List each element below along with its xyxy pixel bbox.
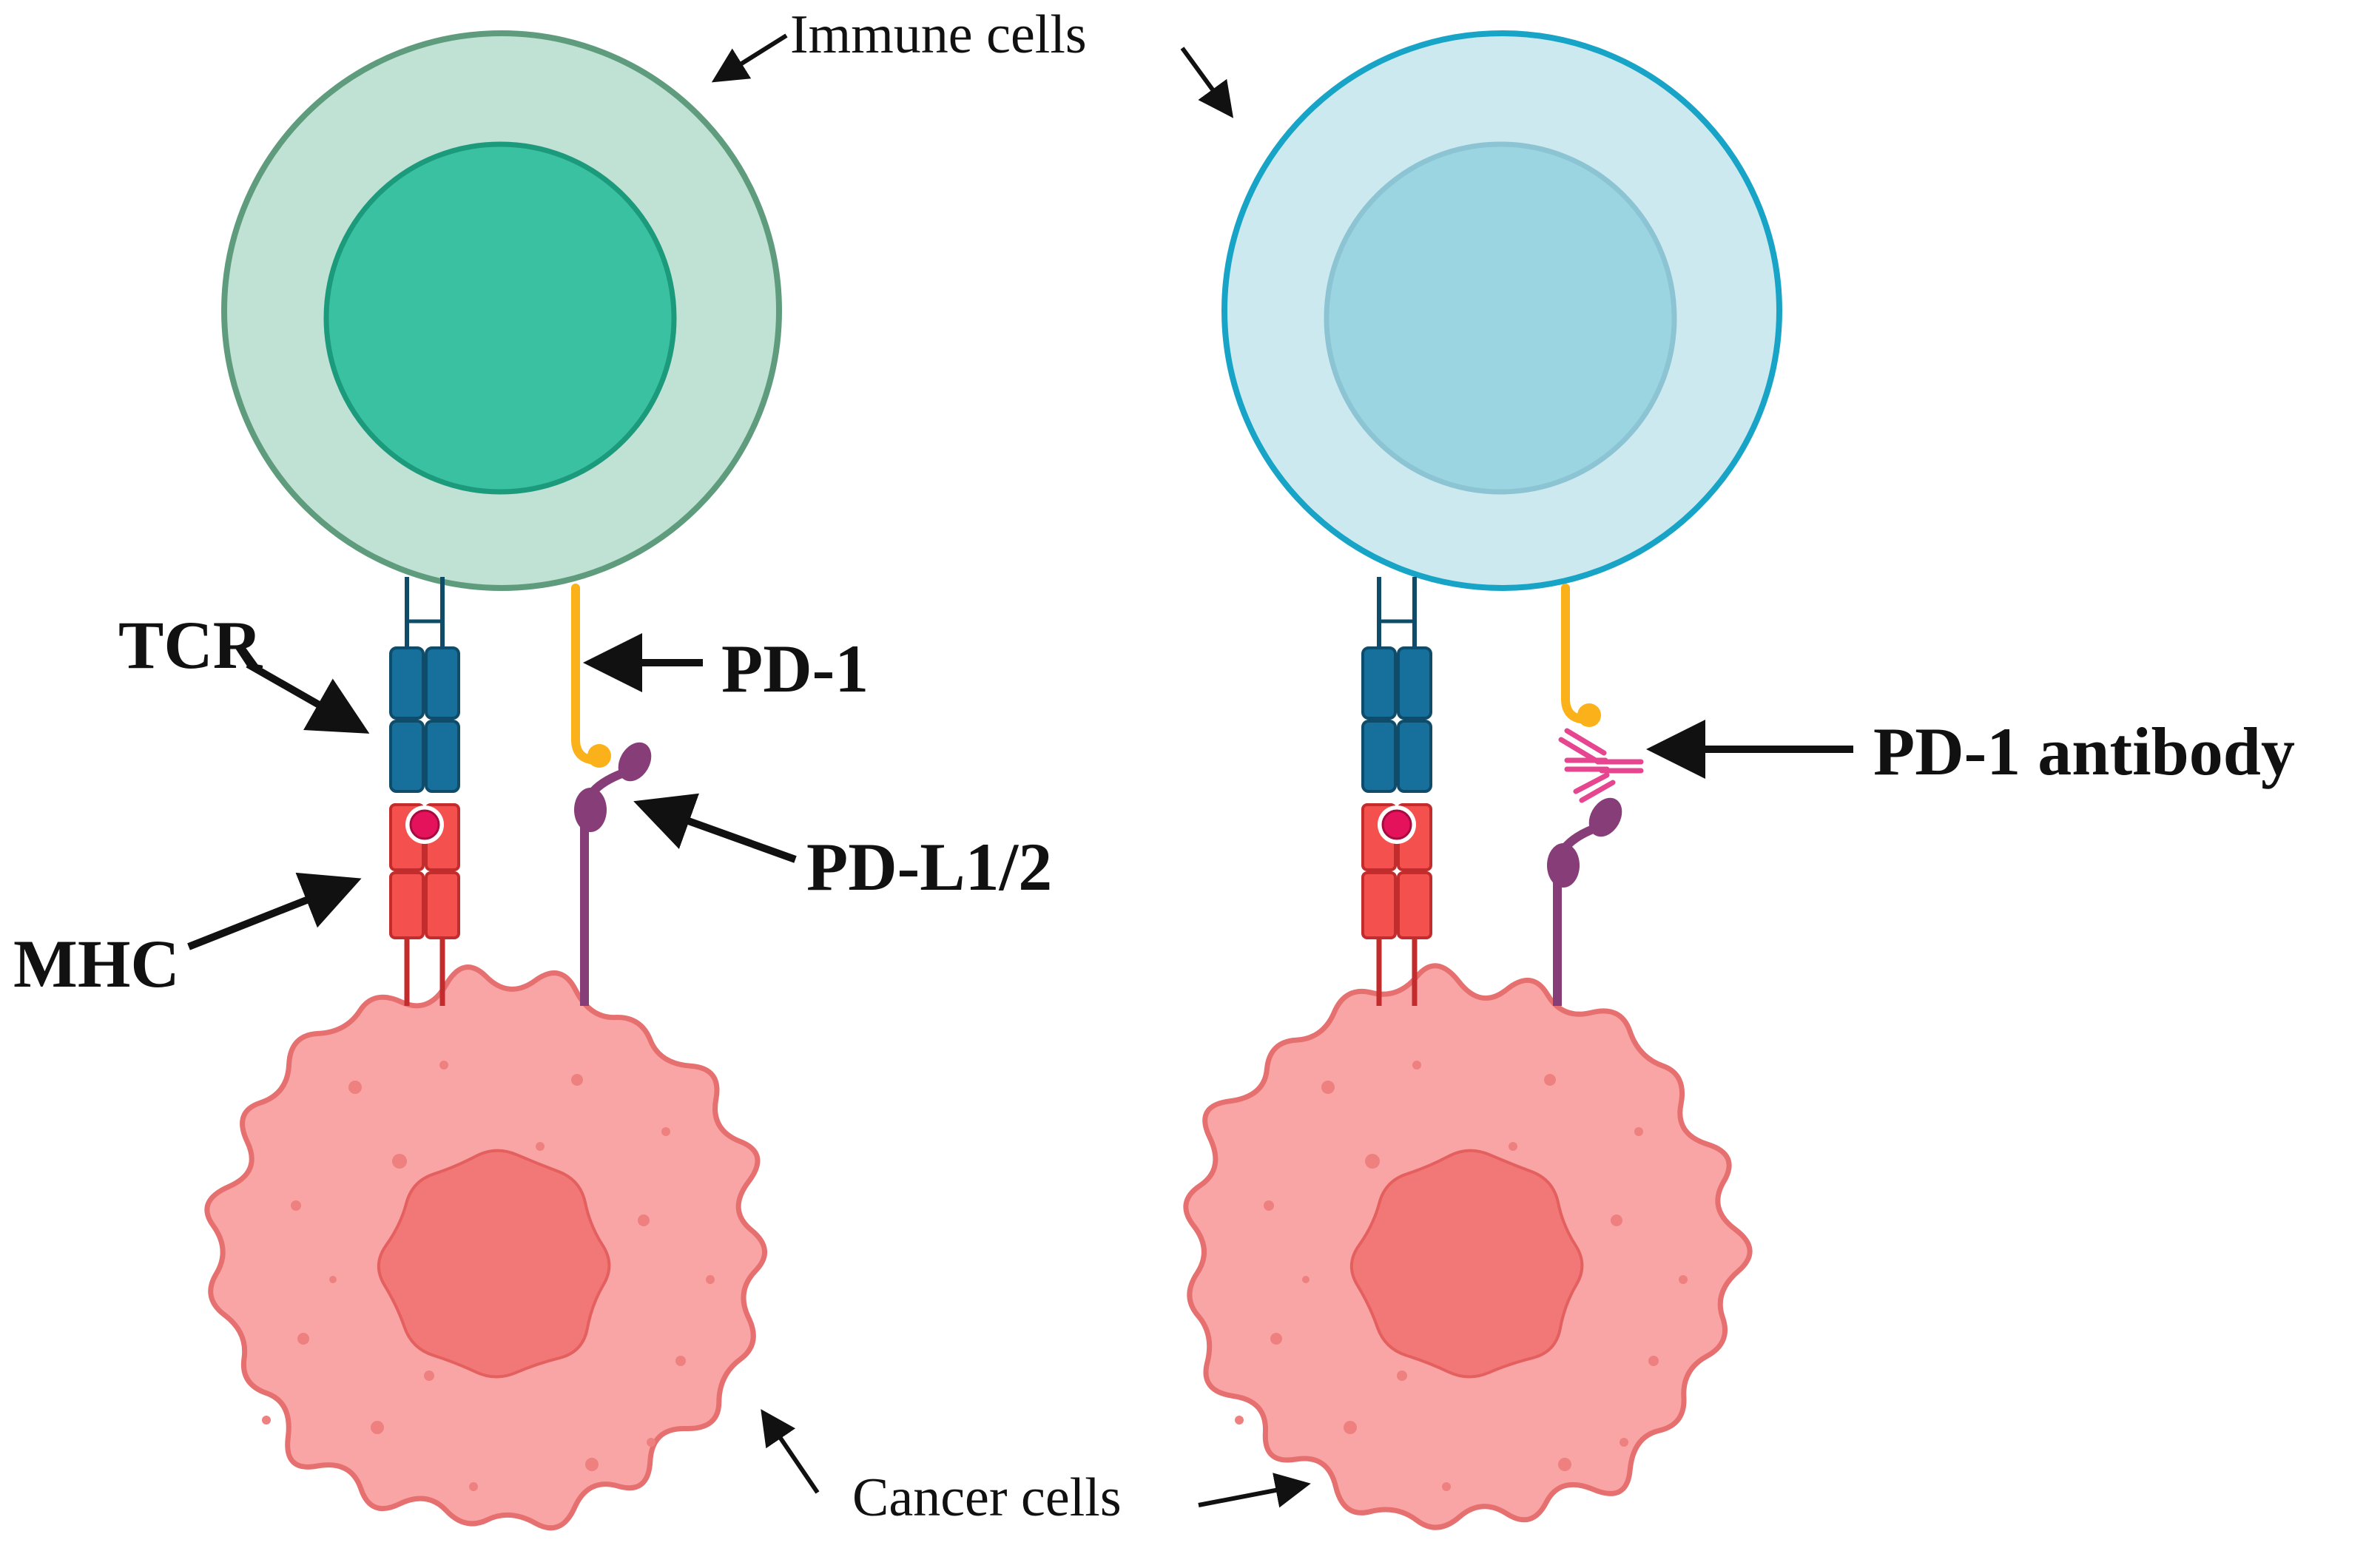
cancer-cell-granule [1365,1154,1380,1169]
antigen [1381,809,1412,840]
cancer-cell-granule [536,1142,545,1151]
immune-cell-nucleus [1324,141,1677,495]
arrow-immune-left [711,33,788,83]
cancer-cell-nucleus [1349,1149,1584,1379]
arrow-immune-right [1180,47,1234,118]
tcr-domain [425,720,460,793]
cancer-cell-granule [1634,1127,1643,1136]
cancer-cell-granule [706,1275,715,1284]
cancer-cell-granule [585,1458,599,1471]
cancer-cell-granule [1270,1333,1282,1345]
mhc-domain [389,871,425,939]
cancer-cell-right [1183,963,1753,1530]
cancer-cell-granule [424,1371,434,1381]
arrow-pd-l1-2 [633,793,797,863]
pd1-receptor-left [571,584,611,768]
cancer-cell-granule [439,1061,448,1069]
cancer-cell-granule [1264,1200,1274,1211]
antibody-arm [1579,780,1616,803]
pdl-domain [574,788,607,832]
cancer-cell-granule [638,1214,650,1226]
cancer-cell-granule [262,1416,271,1425]
cancer-cell-granule [291,1200,301,1211]
cancer-cell-granule [1235,1416,1244,1425]
pdl-domain [618,742,652,782]
cancer-cell-granule [1397,1371,1407,1381]
cancer-cell-granule [1344,1421,1357,1434]
tcr-domain [1361,720,1397,793]
pd1-antibody [1558,728,1644,803]
cancer-cell-granule [1321,1081,1335,1094]
antibody-arm [1564,728,1607,756]
tcr-domain [1397,646,1432,720]
pdl-domain [1547,843,1580,888]
mhc-domain [1361,871,1397,939]
antibody-arm [1573,772,1610,794]
cancer-cell-granule [1611,1214,1622,1226]
pdl-domain [1588,797,1622,837]
label-mhc: MHC [13,926,180,1001]
cancer-cell-granule [1442,1482,1451,1491]
cancer-cell-granule [661,1127,670,1136]
label-tcr: TCR [118,607,263,683]
pd-ligand-right [1547,797,1622,1006]
cancer-cell-granule [1558,1458,1571,1471]
immune-cell-nucleus [323,141,677,495]
cancer-cell-granule [571,1074,583,1086]
cancer-cell-granule [329,1276,337,1283]
cancer-cell-granule [1412,1061,1421,1069]
cancer-cell-granule [371,1421,384,1434]
cancer-cell-granule [392,1154,407,1169]
pd1-head [1577,703,1601,727]
immune-cell-right [1221,30,1782,591]
pd1-receptor-right [1561,584,1601,727]
cancer-cell-nucleus [377,1149,611,1379]
antigen [409,809,440,840]
cancer-cell-granule [297,1333,309,1345]
cancer-cell-granule [675,1356,686,1366]
cancer-cell-granule [348,1081,362,1094]
pd1-stalk [571,584,602,765]
cancer-cell-granule [469,1482,478,1491]
cancer-cell-granule [1509,1142,1517,1151]
mhc-domain [425,871,460,939]
label-pd1: PD-1 [721,631,869,706]
arrow-tcr [246,660,370,734]
pd-ligand-left [574,742,652,1006]
cancer-cell-granule [1544,1074,1556,1086]
tcr-mhc-complex-right [1361,577,1432,1006]
immune-cell-left [221,30,782,591]
label-pd1-antibody: PD-1 antibody [1873,714,2295,789]
mhc-domain [1397,871,1432,939]
tcr-domain [425,646,460,720]
cancer-cell-granule [1302,1276,1310,1283]
label-cancer-cells: Cancer cells [852,1467,1122,1528]
tcr-domain [1361,646,1397,720]
tcr-domain [389,646,425,720]
tcr-domain [389,720,425,793]
arrow-cancer-left [761,1409,820,1494]
arrow-mhc [187,872,362,950]
cancer-cell-granule [1620,1438,1628,1447]
cancer-cell-granule [1648,1356,1659,1366]
label-pd-l1-2: PD-L1/2 [806,829,1053,905]
tcr-domain [1397,720,1432,793]
label-immune-cells: Immune cells [790,4,1087,65]
pd1-head [587,744,611,768]
tcr-mhc-complex-left [389,577,460,1006]
cancer-cell-left [204,964,768,1531]
cancer-cell-granule [1679,1275,1688,1284]
cancer-cell-granule [647,1438,655,1447]
pd1-stalk [1561,584,1592,724]
arrow-cancer-right [1198,1473,1311,1508]
